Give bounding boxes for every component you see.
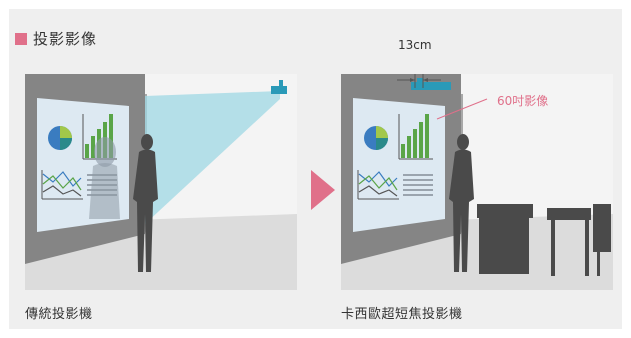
right-caption: 卡西歐超短焦投影機 — [341, 307, 463, 322]
section-heading: 投影影像 — [15, 28, 97, 49]
ultra-short-throw-projector-icon — [411, 78, 451, 90]
section-title: 投影影像 — [33, 30, 98, 48]
heading-bullet-icon — [15, 32, 27, 45]
conventional-projector-scene — [25, 74, 297, 290]
distance-label: 13cm — [398, 38, 432, 52]
image-size-label: 60吋影像 — [497, 94, 549, 108]
projector-icon — [271, 80, 287, 94]
left-caption: 傳統投影機 — [25, 307, 93, 322]
ultra-short-throw-projector-scene — [341, 74, 613, 290]
right-arrow-icon — [311, 170, 335, 214]
